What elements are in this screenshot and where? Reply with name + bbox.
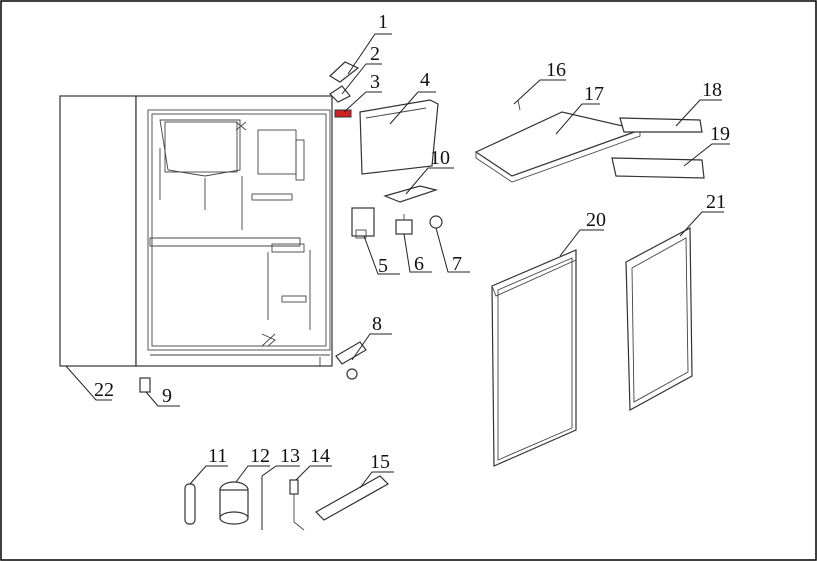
callout-6: 6 xyxy=(414,253,424,275)
callout-1: 1 xyxy=(378,11,388,33)
callout-19: 19 xyxy=(710,123,730,145)
part-6-thermostat xyxy=(395,214,413,235)
callout-17: 17 xyxy=(584,83,604,105)
part-21-gasket xyxy=(625,227,693,411)
callout-5: 5 xyxy=(378,255,388,277)
part-20-door xyxy=(491,249,577,467)
callout-11: 11 xyxy=(208,445,227,467)
part-9-foot xyxy=(139,377,151,393)
callout-14: 14 xyxy=(310,445,330,467)
part-1-handle xyxy=(329,61,360,83)
part-16-screw xyxy=(517,99,521,111)
callout-7: 7 xyxy=(452,253,462,275)
callout-20: 20 xyxy=(586,209,606,231)
part-14-relay xyxy=(289,479,305,531)
callout-leaders xyxy=(65,33,730,489)
callout-12: 12 xyxy=(250,445,270,467)
part-15-condenser xyxy=(315,475,389,521)
callout-22: 22 xyxy=(94,379,114,401)
callout-labels: 1 2 3 4 5 6 7 8 9 10 11 12 13 14 15 16 1… xyxy=(94,11,730,473)
part-3-lamp xyxy=(334,109,352,118)
callout-2: 2 xyxy=(370,43,380,65)
callout-16: 16 xyxy=(546,59,566,81)
callout-15: 15 xyxy=(370,451,390,473)
part-5-thermostat-housing xyxy=(351,207,375,239)
part-12-compressor xyxy=(219,481,249,525)
callout-4: 4 xyxy=(420,69,430,91)
part-11-capacitor xyxy=(184,483,196,525)
callout-18: 18 xyxy=(702,79,722,101)
part-4-freezer-door xyxy=(359,99,439,175)
part-10-drip-tray xyxy=(383,185,439,203)
callout-8: 8 xyxy=(372,313,382,335)
cabinet-body xyxy=(59,95,333,367)
callout-10: 10 xyxy=(430,147,450,169)
part-18-door-bin-upper xyxy=(619,117,703,133)
part-7-knob xyxy=(429,215,443,229)
callout-13: 13 xyxy=(280,445,300,467)
callout-3: 3 xyxy=(370,71,380,93)
part-19-door-bin-lower xyxy=(611,157,705,179)
callout-9: 9 xyxy=(162,385,172,407)
part-8-hinge xyxy=(335,341,367,380)
callout-21: 21 xyxy=(706,191,726,213)
